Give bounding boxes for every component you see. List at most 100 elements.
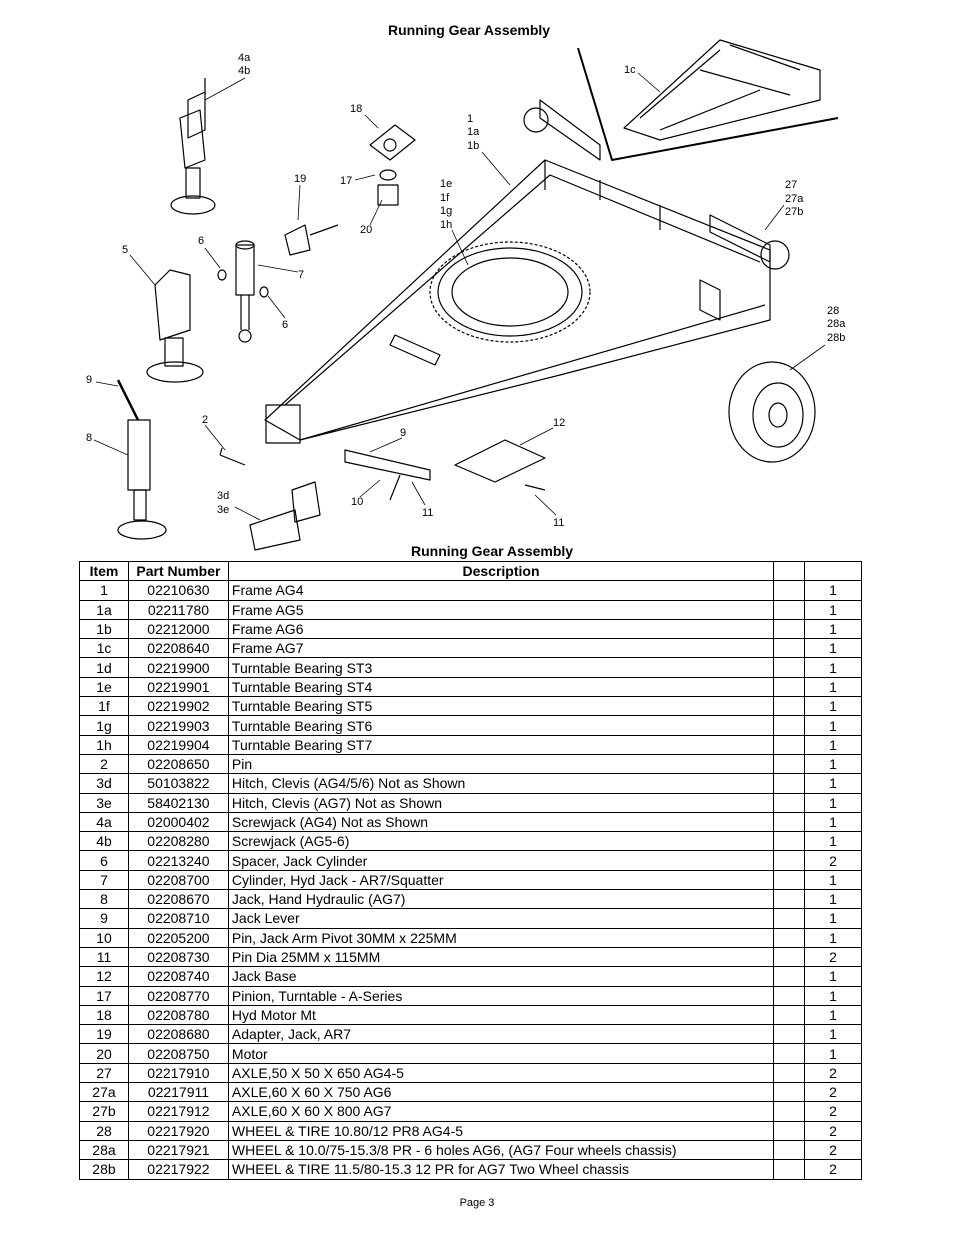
- qty-cell: 1: [804, 734, 862, 755]
- blank-cell: [773, 831, 806, 852]
- qty-cell: 1: [804, 1004, 862, 1026]
- part-number-cell: 02208640: [127, 638, 229, 659]
- description-cell: WHEEL & 10.0/75-15.3/8 PR - 6 holes AG6,…: [227, 1139, 775, 1161]
- callout-7: 7: [298, 269, 304, 281]
- table-header-row: Item Part Number Description: [79, 560, 862, 582]
- description-cell: Screwjack (AG5-6): [227, 831, 775, 852]
- inset-frame-ag7: [577, 39, 839, 161]
- description-cell: Jack Lever: [227, 908, 775, 929]
- part-number-cell: 50103822: [127, 773, 229, 794]
- pin-2: [219, 447, 246, 466]
- callout-1a: 1a: [467, 126, 480, 138]
- item-cell: 7: [79, 869, 129, 891]
- item-cell: 11: [79, 946, 129, 968]
- part-number-cell: 02217920: [127, 1120, 229, 1141]
- blank-cell: [773, 927, 806, 948]
- item-cell: 28a: [79, 1139, 129, 1161]
- part-number-cell: 02210630: [127, 580, 229, 601]
- screwjack: [170, 78, 216, 215]
- item-cell: 6: [79, 850, 129, 871]
- jack-arm: [344, 449, 546, 501]
- item-cell: 12: [79, 966, 129, 987]
- axle-side: [709, 214, 790, 270]
- callout-10: 10: [351, 496, 363, 508]
- part-number-cell: 02208650: [127, 753, 229, 775]
- part-number-cell: 02217911: [127, 1082, 229, 1103]
- callout-1: 1: [467, 113, 473, 125]
- description-cell: Frame AG7: [227, 638, 775, 659]
- description-cell: Turntable Bearing ST3: [227, 657, 775, 678]
- description-cell: Adapter, Jack, AR7: [227, 1024, 775, 1045]
- item-cell: 1c: [79, 638, 129, 659]
- item-cell: 18: [79, 1004, 129, 1026]
- description-cell: Frame AG4: [227, 580, 775, 601]
- blank-cell: [773, 657, 806, 678]
- callout-1f: 1f: [440, 192, 450, 204]
- callout-1h: 1h: [440, 219, 452, 231]
- table-title: Running Gear Assembly: [411, 543, 574, 559]
- blank-cell: [773, 946, 806, 968]
- part-number-cell: 58402130: [127, 792, 229, 813]
- jack-hydraulic-5: [146, 269, 204, 383]
- qty-cell: 1: [804, 792, 862, 813]
- hitch-clevis: [249, 481, 321, 551]
- description-cell: AXLE,60 X 60 X 800 AG7: [227, 1101, 775, 1122]
- qty-cell: 1: [804, 715, 862, 736]
- part-number-cell: 02212000: [127, 618, 229, 640]
- part-number-cell: 02208680: [127, 1024, 229, 1045]
- qty-cell: 2: [804, 1062, 862, 1084]
- item-cell: 8: [79, 889, 129, 910]
- description-cell: Hitch, Clevis (AG4/5/6) Not as Shown: [227, 773, 775, 794]
- callout-9-left: 9: [86, 374, 92, 386]
- qty-cell: 1: [804, 676, 862, 698]
- item-cell: 3d: [79, 773, 129, 794]
- description-cell: Turntable Bearing ST4: [227, 676, 775, 698]
- exploded-parts-diagram: 4a 4b 18 1 1a 1b 1c 19 17 20 1e 1f 1g 1h…: [86, 39, 846, 551]
- callout-11-left: 11: [422, 507, 433, 519]
- callout-8: 8: [86, 432, 92, 444]
- blank-cell: [773, 696, 806, 717]
- blank-cell: [773, 850, 806, 871]
- qty-cell: 2: [804, 1159, 862, 1180]
- blank-cell: [773, 985, 806, 1006]
- axle-rear: [523, 99, 601, 161]
- callout-leaders: [93, 72, 826, 521]
- blank-cell: [773, 638, 806, 659]
- wheel-tire: [728, 361, 816, 463]
- callout-3e: 3e: [217, 504, 229, 516]
- part-number-cell: 02219902: [127, 696, 229, 717]
- part-number-cell: 02217910: [127, 1062, 229, 1084]
- qty-cell: 2: [804, 946, 862, 968]
- description-cell: Jack Base: [227, 966, 775, 987]
- item-cell: 1h: [79, 734, 129, 755]
- qty-cell: 2: [804, 1139, 862, 1161]
- qty-cell: 2: [804, 1101, 862, 1122]
- part-number-cell: 02208770: [127, 985, 229, 1006]
- item-cell: 27a: [79, 1082, 129, 1103]
- item-cell: 4b: [79, 831, 129, 852]
- blank-cell: [773, 1139, 806, 1161]
- qty-cell: 1: [804, 657, 862, 678]
- blank-cell: [773, 676, 806, 698]
- qty-cell: 1: [804, 908, 862, 929]
- description-cell: Turntable Bearing ST7: [227, 734, 775, 755]
- callout-20: 20: [360, 224, 372, 236]
- description-cell: Pin, Jack Arm Pivot 30MM x 225MM: [227, 927, 775, 948]
- description-cell: Jack, Hand Hydraulic (AG7): [227, 889, 775, 910]
